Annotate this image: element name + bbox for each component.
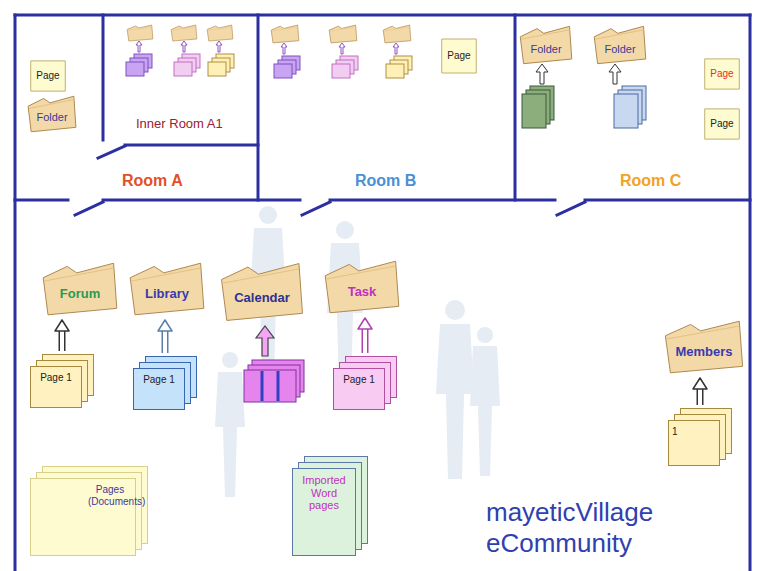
node-label: Room C xyxy=(620,172,681,190)
node-label: Room A xyxy=(122,172,183,190)
connector-arrow xyxy=(693,378,707,405)
folder-icon: Folder xyxy=(518,24,574,66)
node-label: Page 1 xyxy=(133,368,185,390)
node-label: Inner Room A1 xyxy=(136,116,223,131)
stack-shape xyxy=(668,408,732,466)
page-stack: Page 1 xyxy=(30,354,94,408)
inner-room: Inner Room A1 xyxy=(104,17,257,144)
member-stack: 1 xyxy=(668,408,732,466)
node-label: Pages (Documents) xyxy=(30,478,136,511)
node-label: Page xyxy=(447,50,470,62)
node-label: Folder xyxy=(530,43,561,56)
node-label: Imported Word pages xyxy=(292,468,356,516)
node-label: Page 1 xyxy=(333,368,385,390)
calendar-folder: Calendar xyxy=(218,260,306,324)
node-label: Forum xyxy=(60,287,100,302)
node-label: Page 1 xyxy=(30,366,82,388)
room: Room A PageFolder Inner Room A1 xyxy=(17,17,257,200)
page-icon: Page xyxy=(704,58,740,90)
node-label: Folder xyxy=(36,111,67,124)
page-icon: Page xyxy=(704,108,740,140)
word-stack: Imported Word pages xyxy=(292,456,368,556)
connector-arrow xyxy=(358,318,372,353)
page-stack: Page 1 xyxy=(133,356,197,410)
node-label: Calendar xyxy=(234,291,290,306)
library-folder: Library xyxy=(127,260,207,318)
task-folder: Task xyxy=(322,258,402,316)
node-label: Room B xyxy=(355,172,416,190)
connector-arrow xyxy=(158,320,172,353)
folder-icon: Folder xyxy=(592,24,648,66)
node-label: Folder xyxy=(604,43,635,56)
node-label: Library xyxy=(145,287,189,302)
stack-shape xyxy=(30,466,148,556)
node-label: Task xyxy=(348,285,377,300)
page-stack: Page 1 xyxy=(333,356,397,410)
node-label: 1 xyxy=(668,420,720,442)
forum-folder: Forum xyxy=(40,260,120,318)
members-folder: Members xyxy=(662,318,746,376)
document-stack: Pages (Documents) xyxy=(30,466,148,556)
folder-icon: Folder xyxy=(26,94,78,134)
connector-arrow xyxy=(55,320,69,351)
village-title: mayeticVillage eCommunity xyxy=(486,497,726,559)
node-label: Page xyxy=(710,118,733,130)
node-label: Page xyxy=(710,68,733,80)
node-label: Page xyxy=(36,70,59,82)
room: Room B Page xyxy=(260,17,514,200)
node-label: Members xyxy=(675,345,732,360)
page-icon: Page xyxy=(441,38,477,74)
page-icon: Page xyxy=(30,60,66,92)
room: Room CFolderFolderPagePage xyxy=(517,17,749,200)
